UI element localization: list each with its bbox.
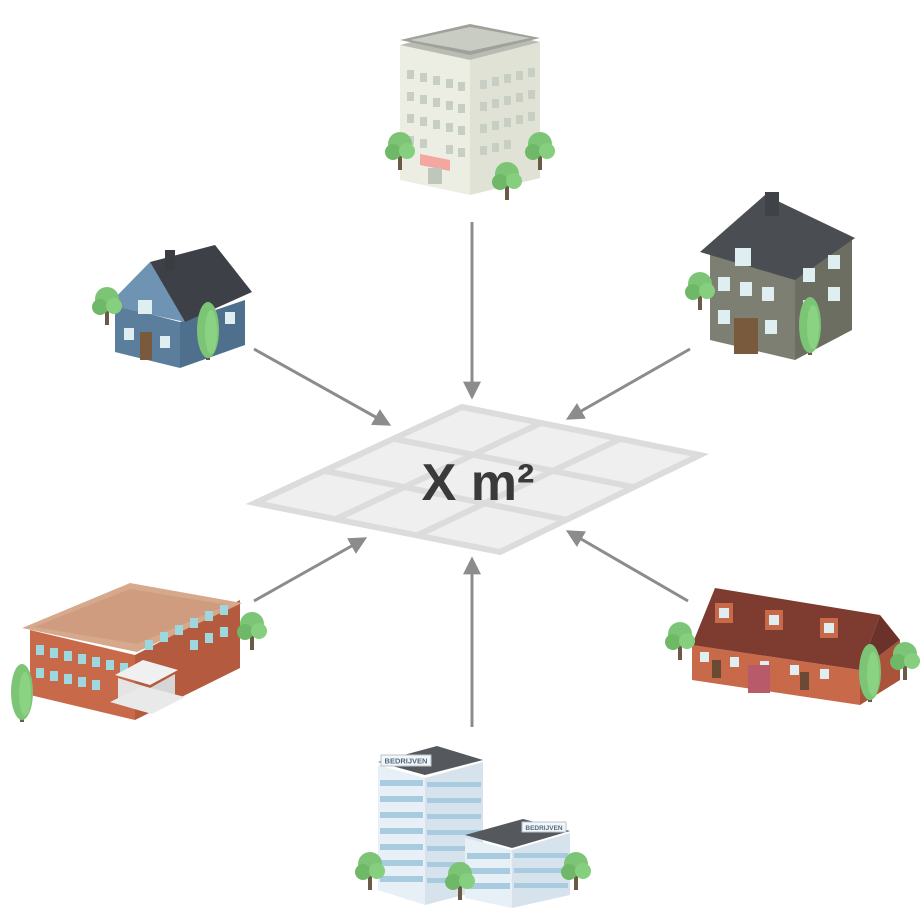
arrow-top-left: [253, 347, 392, 426]
arrow-bottom-right: [565, 530, 689, 603]
apartment-tower-icon: [385, 24, 555, 200]
arrow-top-right: [565, 347, 691, 420]
arrow-bottom-left: [253, 537, 368, 603]
office-sign-small: BEDRIJVEN: [525, 825, 563, 832]
floor-area-label: X m²: [422, 454, 535, 512]
office-sign-large: BEDRIJVEN: [385, 757, 428, 766]
detached-house-icon: [92, 245, 252, 368]
arrows: [253, 222, 691, 727]
row-houses-icon: [665, 588, 920, 705]
floor-area-plate: X m²: [245, 403, 710, 556]
office-complex-icon: BEDRIJVEN BEDRIJVEN: [355, 746, 591, 908]
school-building-icon: [11, 583, 267, 722]
townhouse-icon: [685, 192, 855, 360]
